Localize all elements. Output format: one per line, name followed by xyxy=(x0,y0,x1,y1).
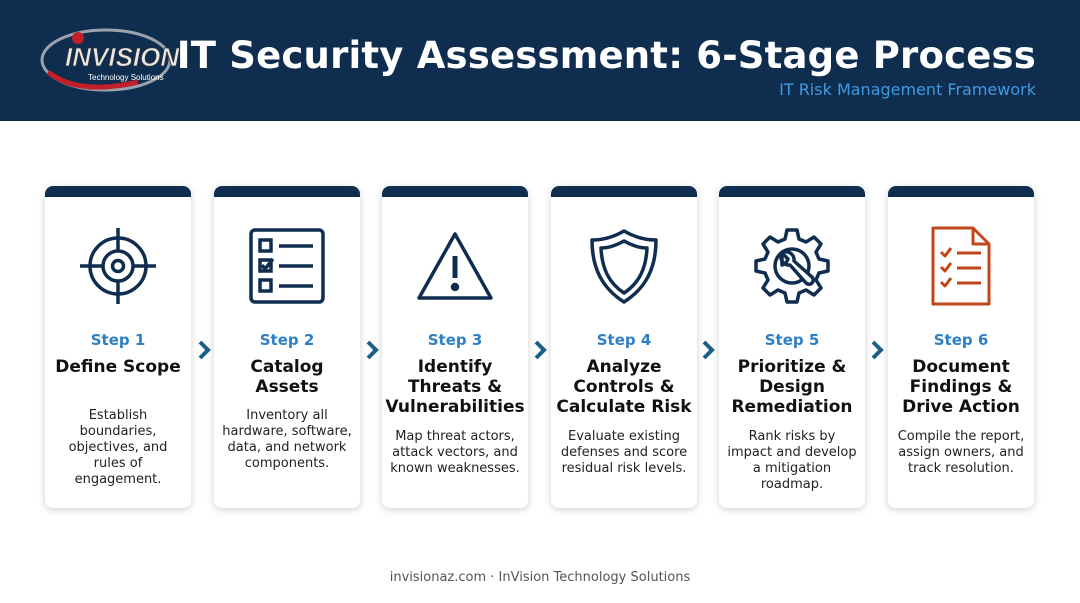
step-name: Identify Threats & Vulnerabilities xyxy=(385,357,525,417)
page-title: IT Security Assessment: 6-Stage Process xyxy=(176,34,1036,77)
card-top-bar xyxy=(888,186,1034,197)
target-crosshair-icon xyxy=(78,226,158,306)
step-name: Define Scope xyxy=(55,357,181,377)
step-name: Catalog Assets xyxy=(250,357,324,397)
step-card-1: Step 1 Define Scope Establish boundaries… xyxy=(45,186,191,508)
document-checklist-icon xyxy=(921,226,1001,306)
shield-icon xyxy=(584,226,664,306)
chevron-right-icon xyxy=(702,340,715,360)
page-subtitle: IT Risk Management Framework xyxy=(779,80,1036,99)
step-label: Step 6 xyxy=(933,331,989,349)
step-label: Step 3 xyxy=(427,331,483,349)
step-label: Step 1 xyxy=(90,331,146,349)
logo-tagline: Technology Solutions xyxy=(88,73,164,82)
invision-logo: INVISION Technology Solutions xyxy=(38,22,208,98)
footer-text: invisionaz.com · InVision Technology Sol… xyxy=(389,570,691,585)
chevron-right-icon xyxy=(534,340,547,360)
step-card-4: Step 4 Analyze Controls & Calculate Risk… xyxy=(551,186,697,508)
step-name: Analyze Controls & Calculate Risk xyxy=(556,357,692,417)
card-top-bar xyxy=(551,186,697,197)
card-top-bar xyxy=(214,186,360,197)
step-card-6: Step 6 Document Findings & Drive Action … xyxy=(888,186,1034,508)
chevron-right-icon xyxy=(198,340,211,360)
gear-wrench-icon xyxy=(752,226,832,306)
step-description: Map threat actors, attack vectors, and k… xyxy=(390,429,520,476)
step-description: Rank risks by impact and develop a mitig… xyxy=(727,429,857,492)
card-top-bar xyxy=(382,186,528,197)
step-description: Evaluate existing defenses and score res… xyxy=(560,429,688,476)
card-top-bar xyxy=(45,186,191,197)
step-description: Establish boundaries, objectives, and ru… xyxy=(68,408,168,487)
step-description: Compile the report, assign owners, and t… xyxy=(897,429,1025,476)
chevron-right-icon xyxy=(871,340,884,360)
warning-triangle-icon xyxy=(415,226,495,306)
step-name: Prioritize & Design Remediation xyxy=(731,357,853,417)
header-banner: INVISION Technology Solutions IT Securit… xyxy=(0,0,1080,121)
step-label: Step 4 xyxy=(596,331,652,349)
logo-wordmark: INVISION xyxy=(65,42,180,72)
step-name: Document Findings & Drive Action xyxy=(902,357,1020,417)
step-label: Step 5 xyxy=(764,331,820,349)
checklist-icon xyxy=(247,226,327,306)
step-description: Inventory all hardware, software, data, … xyxy=(222,408,352,471)
chevron-right-icon xyxy=(366,340,379,360)
step-card-2: Step 2 Catalog Assets Inventory all hard… xyxy=(214,186,360,508)
step-label: Step 2 xyxy=(259,331,315,349)
step-card-5: Step 5 Prioritize & Design Remediation R… xyxy=(719,186,865,508)
card-top-bar xyxy=(719,186,865,197)
step-card-3: Step 3 Identify Threats & Vulnerabilitie… xyxy=(382,186,528,508)
